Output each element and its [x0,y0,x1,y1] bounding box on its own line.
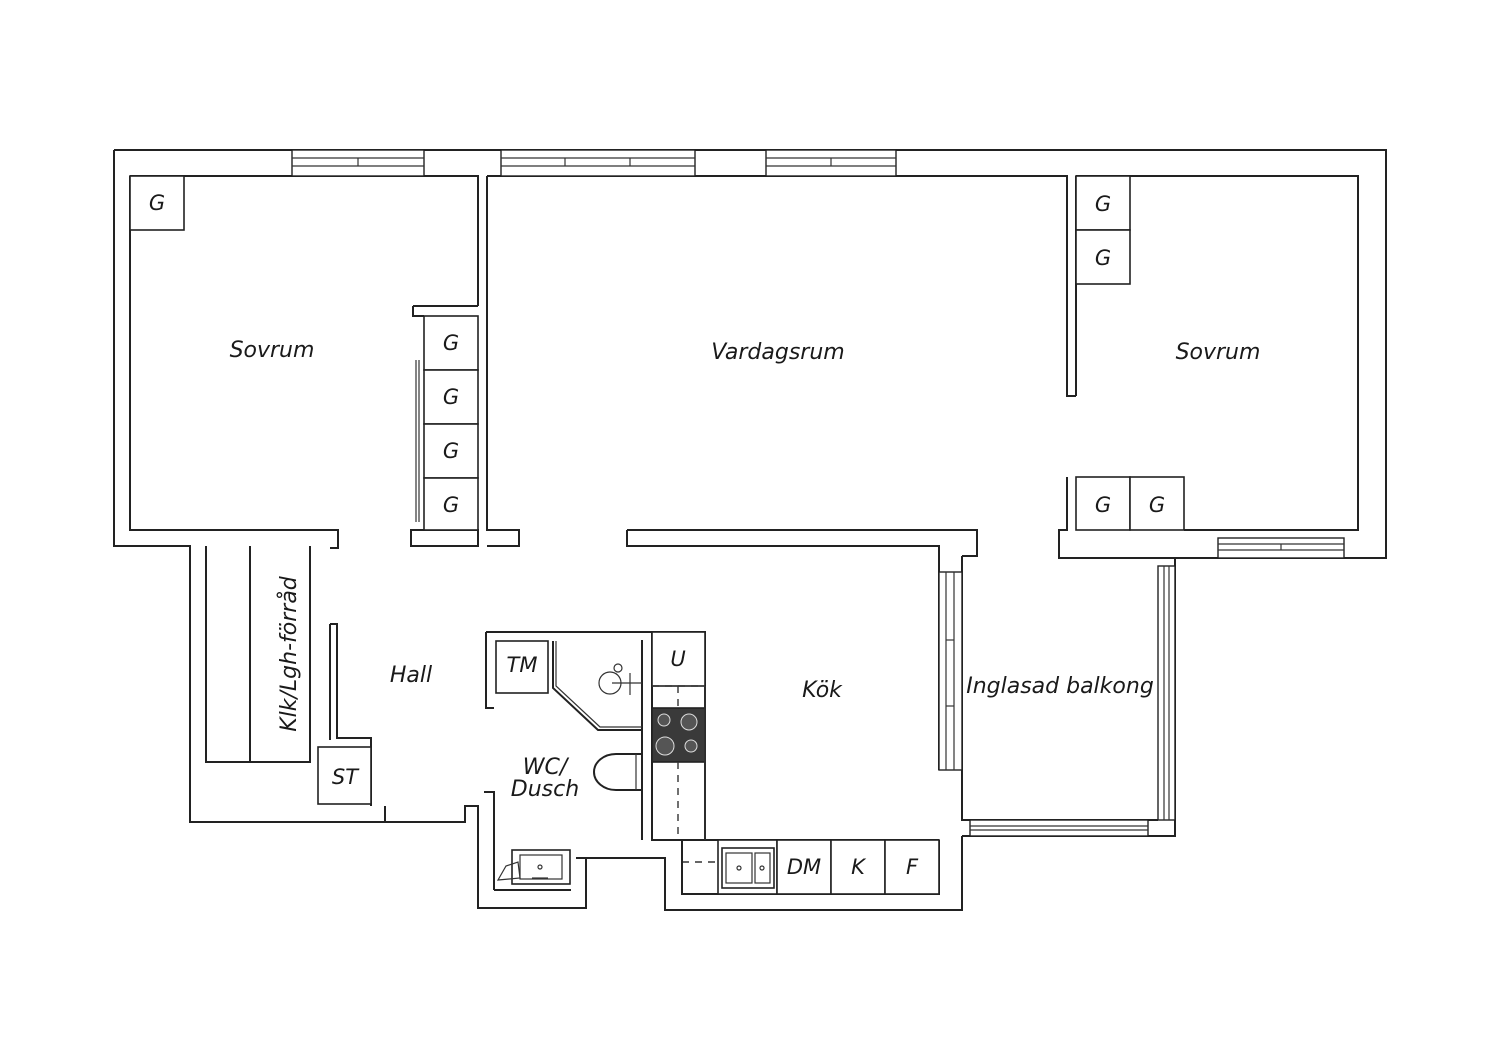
room-labels: Sovrum Vardagsrum Sovrum Klk/Lgh-förråd … [230,338,1261,802]
dm-label: DM [787,855,821,879]
wardrobe-label: G [149,191,165,215]
wardrobe-label: G [1095,192,1111,216]
st-label: ST [332,765,360,789]
wardrobe-label: G [443,493,459,517]
toilet-icon [593,753,642,791]
wardrobe-label: G [443,439,459,463]
kitchen-fixtures: U DM K F [651,631,940,895]
wardrobes: G G G G G G G G G [129,175,1185,531]
room-hall: Hall [390,663,432,688]
room-kok: Kök [802,678,843,703]
walls [113,149,1387,911]
f-label: F [906,855,919,879]
wardrobe-label: G [443,385,459,409]
room-inglasad-balkong: Inglasad balkong [966,674,1154,699]
room-klk-forrad: Klk/Lgh-förråd [276,575,302,732]
windows [291,149,1345,837]
k-label: K [851,855,867,879]
u-label: U [670,647,685,671]
tm-label: TM [507,653,538,677]
room-vardagsrum: Vardagsrum [711,340,844,365]
room-wc-line2: Dusch [511,777,579,802]
wardrobe-label: G [443,331,459,355]
room-sovrum-left: Sovrum [230,338,315,363]
kitchen-sink-icon [721,847,775,889]
wardrobe-label: G [1149,493,1165,517]
room-wc-line1: WC/ [523,755,570,780]
hall-fixtures: ST [317,746,372,805]
wardrobe-label: G [1095,246,1111,270]
wardrobe-label: G [1095,493,1111,517]
bathroom-fixtures: TM [495,640,642,885]
room-sovrum-right: Sovrum [1176,340,1261,365]
shower-icon [552,641,642,731]
